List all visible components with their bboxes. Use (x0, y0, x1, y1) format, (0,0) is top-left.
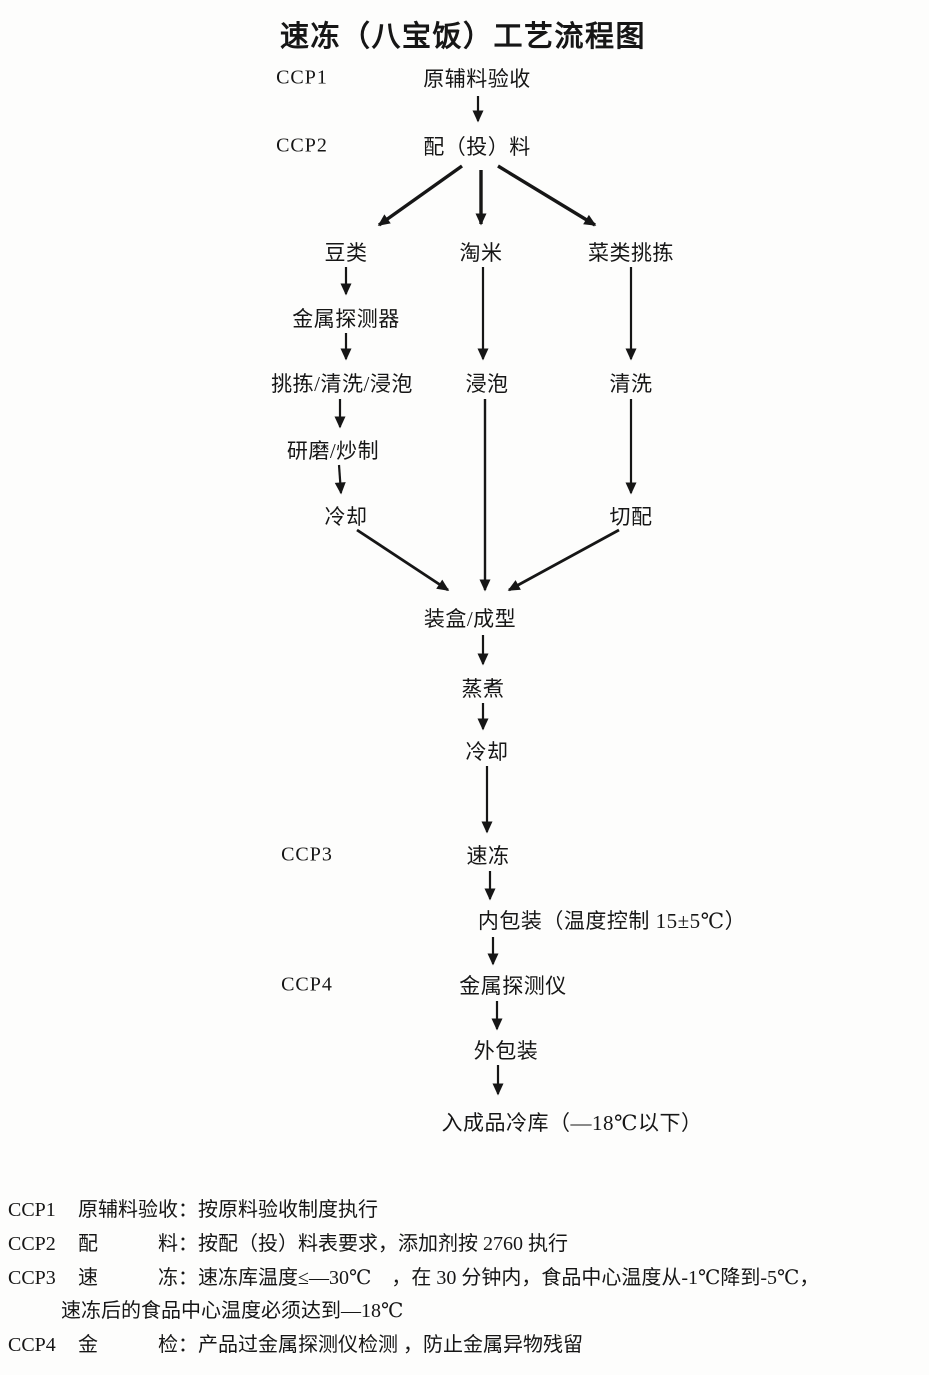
node-metal-detection-instrument: 金属探测仪 (459, 974, 567, 998)
ccp1-label: CCP1 (276, 66, 328, 89)
note-row-ccp4: CCP4 金 检：产品过金属探测仪检测 ，防止金属异物残留 (8, 1328, 923, 1362)
ccp3-label: CCP3 (281, 843, 333, 866)
node-washing: 清洗 (609, 372, 653, 396)
node-sort-wash-soak: 挑拣/清洗/浸泡 (271, 372, 413, 396)
node-steaming: 蒸煮 (461, 677, 505, 701)
arrow-cutting-to-boxing (507, 528, 620, 592)
arrow-grind-fry-to-cooling1 (334, 464, 346, 495)
node-batching: 配（投）料 (423, 135, 531, 159)
node-raw-material-acceptance: 原辅料验收 (423, 67, 531, 91)
node-beans: 豆类 (324, 241, 368, 265)
note-row-ccp2: CCP2 配 料：按配（投）料表要求，添加剂按 2760 执行 (8, 1227, 923, 1261)
note-ccp2-id: CCP2 (8, 1233, 56, 1255)
node-cooling-2: 冷却 (465, 740, 509, 764)
node-rice-washing: 淘米 (459, 241, 503, 265)
node-soaking: 浸泡 (465, 372, 509, 396)
arrow-batching-to-beans (377, 164, 463, 227)
note-ccp1-text: 原辅料验收：按原料验收制度执行 (78, 1199, 378, 1221)
note-ccp4-id: CCP4 (8, 1334, 56, 1356)
ccp2-label: CCP2 (276, 134, 328, 157)
note-ccp3-text: 速 冻：速冻库温度≤—30℃ ，在 30 分钟内，食品中心温度从-1℃降到-5℃… (78, 1267, 820, 1289)
note-ccp3-continuation: 速冻后的食品中心温度必须达到—18℃ (61, 1300, 404, 1322)
page-title: 速冻（八宝饭）工艺流程图 (279, 21, 647, 53)
node-cold-storage: 入成品冷库（—18℃以下） (441, 1111, 703, 1135)
node-cooling-1: 冷却 (324, 505, 368, 529)
node-inner-packaging: 内包装（温度控制 15±5℃） (477, 909, 747, 933)
node-metal-detector: 金属探测器 (292, 307, 400, 331)
node-veg-sorting: 菜类挑拣 (588, 241, 674, 265)
node-cutting: 切配 (609, 505, 653, 529)
node-boxing-forming: 装盒/成型 (423, 607, 517, 631)
arrow-cooling1-to-boxing (356, 528, 450, 592)
note-row-ccp3: CCP3 速 冻：速冻库温度≤—30℃ ，在 30 分钟内，食品中心温度从-1℃… (8, 1261, 923, 1295)
ccp4-label: CCP4 (281, 973, 333, 996)
node-grind-fry: 研磨/炒制 (286, 439, 380, 463)
note-ccp2-text: 配 料：按配（投）料表要求，添加剂按 2760 执行 (78, 1233, 568, 1255)
note-row-ccp1: CCP1 原辅料验收：按原料验收制度执行 (8, 1193, 923, 1227)
node-quick-freeze: 速冻 (466, 844, 510, 868)
note-ccp1-id: CCP1 (8, 1199, 56, 1221)
node-outer-packaging: 外包装 (473, 1039, 539, 1063)
ccp-notes: CCP1 原辅料验收：按原料验收制度执行 CCP2 配 料：按配（投）料表要求，… (8, 1193, 923, 1362)
note-ccp3-id: CCP3 (8, 1267, 56, 1289)
arrow-batching-to-veg-sorting (497, 164, 597, 227)
note-ccp4-text: 金 检：产品过金属探测仪检测 ，防止金属异物残留 (78, 1334, 583, 1356)
